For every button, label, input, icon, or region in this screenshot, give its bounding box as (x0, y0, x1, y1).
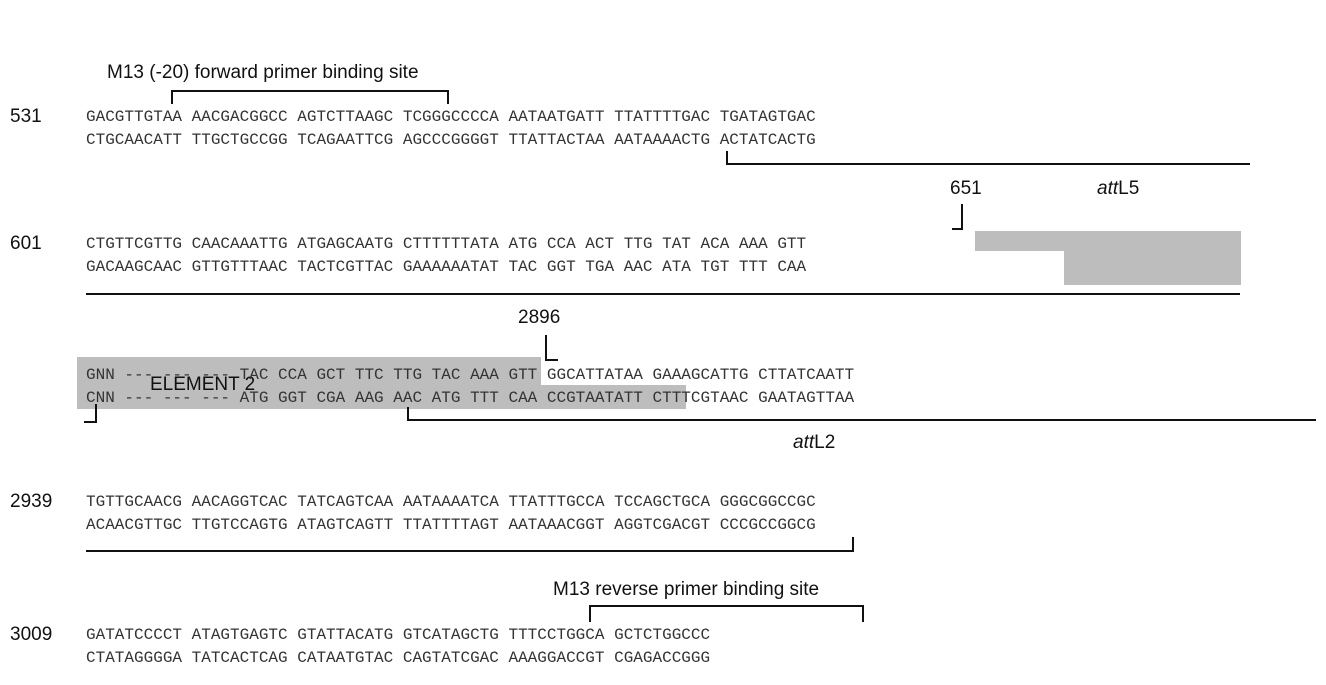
m13-forward-bracket (171, 90, 449, 104)
attl5-label-suffix: L5 (1118, 178, 1140, 199)
m13-forward-primer-label: M13 (-20) forward primer binding site (107, 62, 419, 83)
attl5-label-italic: att (1097, 178, 1119, 199)
position-number: 2939 (10, 491, 53, 512)
element-2-label: ELEMENT 2 (150, 374, 256, 395)
element-shade-left (77, 357, 541, 409)
position-number: 531 (10, 106, 42, 127)
attl2-label: attL2 (793, 432, 835, 454)
site-2896-marker (545, 335, 558, 361)
sequence-bottom-strand: GACAAGCAAC GTTGTTTAAC TACTCGTTAC GAAAAAA… (86, 258, 807, 276)
site-651-marker (952, 204, 963, 230)
attl5-label: attL5 (1097, 178, 1139, 200)
sequence-bottom-strand: CTGCAACATT TTGCTGCCGG TCAGAATTCG AGCCCGG… (86, 131, 816, 149)
m13-reverse-bracket (589, 605, 864, 622)
attl2-label-italic: att (793, 432, 815, 453)
sequence-top-strand: GNN --- --- --- TAC CCA GCT TTC TTG TAC … (86, 366, 855, 384)
position-number: 601 (10, 233, 42, 254)
m13-reverse-primer-label: M13 reverse primer binding site (553, 579, 820, 600)
position-number: 3009 (10, 624, 53, 645)
site-2896-label: 2896 (518, 307, 561, 328)
attl2-shade-bottom-row (541, 385, 686, 409)
attl5-underline-row1 (726, 151, 1250, 165)
sequence-top-strand: GATATCCCCT ATAGTGAGTC GTATTACATG GTCATAG… (86, 626, 711, 644)
sequence-bottom-strand: CTATAGGGGA TATCACTCAG CATAATGTAC CAGTATC… (86, 649, 711, 667)
attl5-shade-top-row (975, 231, 1241, 251)
sequence-bottom-strand: CNN --- --- --- ATG GGT CGA AAG AAC ATG … (86, 389, 855, 407)
sequence-top-strand: GACGTTGTAA AACGACGGCC AGTCTTAAGC TCGGGCC… (86, 108, 816, 126)
attl2-label-suffix: L2 (814, 432, 836, 453)
sequence-top-strand: CTGTTCGTTG CAACAAATTG ATGAGCAATG CTTTTTT… (86, 235, 807, 253)
sequence-bottom-strand: ACAACGTTGC TTGTCCAGTG ATAGTCAGTT TTATTTT… (86, 516, 816, 534)
site-651-label: 651 (950, 178, 982, 199)
attl2-underline-row2 (86, 537, 854, 552)
sequence-top-strand: TGTTGCAACG AACAGGTCAC TATCAGTCAA AATAAAA… (86, 493, 816, 511)
attl5-shade-bottom-row (1064, 251, 1241, 285)
